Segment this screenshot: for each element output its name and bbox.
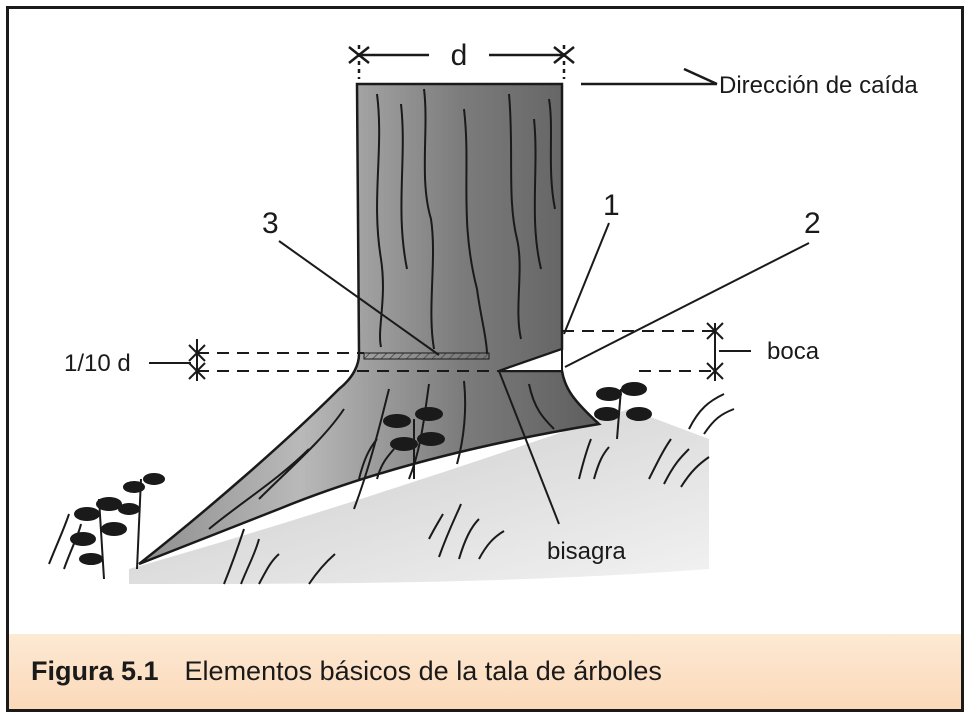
diameter-label: d bbox=[451, 39, 468, 72]
figure-caption: Figura 5.1 Elementos básicos de la tala … bbox=[9, 634, 961, 709]
felling-notch bbox=[498, 347, 563, 372]
tree-trunk bbox=[138, 82, 602, 566]
marker-3-label: 3 bbox=[262, 207, 279, 240]
back-cut bbox=[363, 352, 490, 360]
diameter-dimension bbox=[348, 45, 575, 79]
fall-direction-label: Dirección de caída bbox=[719, 72, 918, 99]
grass-strokes bbox=[48, 393, 735, 585]
bark-texture bbox=[208, 88, 556, 530]
hinge-label: bisagra bbox=[547, 538, 626, 565]
fall-direction-arrow bbox=[581, 67, 718, 86]
tree-felling-diagram: d Dirección de caída 3 1 2 bbox=[9, 9, 961, 634]
hinge-leader bbox=[498, 370, 560, 525]
mouth-dimension bbox=[562, 322, 751, 381]
figure-frame: d Dirección de caída 3 1 2 bbox=[6, 6, 964, 712]
vegetation bbox=[70, 382, 652, 580]
marker-3-leader bbox=[278, 240, 440, 356]
marker-1-label: 1 bbox=[603, 189, 620, 222]
marker-1-leader bbox=[563, 222, 610, 335]
marker-2-leader bbox=[564, 242, 810, 368]
mouth-label: boca bbox=[767, 338, 820, 365]
marker-2-label: 2 bbox=[804, 207, 821, 240]
caption-number: Figura 5.1 bbox=[31, 656, 159, 686]
caption-text: Elementos básicos de la tala de árboles bbox=[184, 656, 662, 686]
tenth-d-dimension bbox=[149, 339, 499, 381]
ground-slope bbox=[129, 409, 709, 584]
tenth-d-label: 1/10 d bbox=[64, 350, 131, 377]
